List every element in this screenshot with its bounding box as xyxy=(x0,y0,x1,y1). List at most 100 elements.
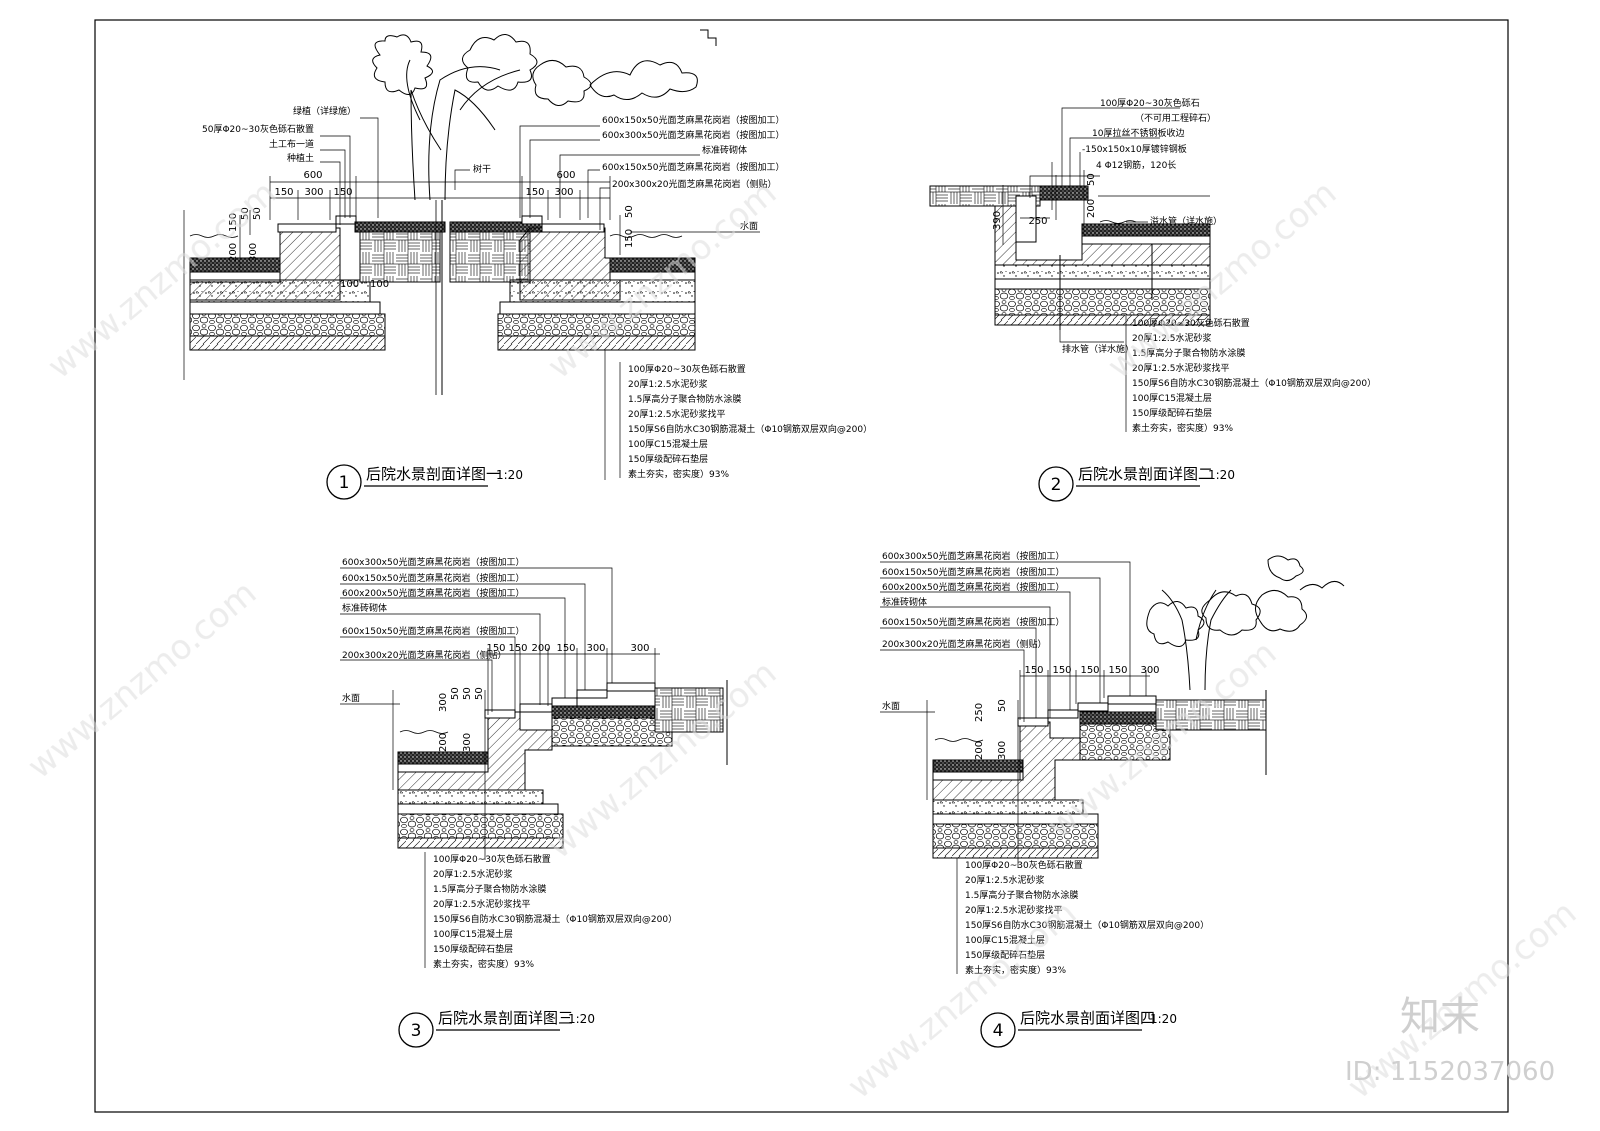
layer-item: 150厚级配碎石垫层 xyxy=(965,949,1045,961)
label-brick: 标准砖砌体 xyxy=(882,596,927,608)
label-drain-pipe: 排水管（详水施） xyxy=(1062,343,1134,355)
label-stone-side: 200x300x20光面芝麻黑花岗岩（侧贴） xyxy=(882,638,1046,650)
leader-lines xyxy=(320,117,760,480)
label-stone-4: 600x150x50光面芝麻黑花岗岩（按图加工） xyxy=(342,625,524,637)
layer-item: 20厚1:2.5水泥砂浆 xyxy=(1132,332,1212,344)
watermark-brand: 知末 xyxy=(1400,994,1480,1040)
layer-item: 20厚1:2.5水泥砂浆找平 xyxy=(965,904,1063,916)
dim-text: 100 xyxy=(340,279,359,290)
layer-item: 150厚级配碎石垫层 xyxy=(1132,407,1212,419)
layer-item: 20厚1:2.5水泥砂浆找平 xyxy=(628,408,726,420)
layer-item: 150厚S6自防水C30钢筋混凝土（Φ10钢筋双层双向@200） xyxy=(628,423,872,435)
detail-title-text: 后院水景剖面详图一 xyxy=(366,465,501,483)
layer-stack xyxy=(929,185,1211,330)
leader-lines xyxy=(340,567,660,860)
dim-text: 50 xyxy=(474,687,485,700)
dim-text: 200 xyxy=(1086,199,1097,218)
layer-item: 20厚1:2.5水泥砂浆找平 xyxy=(433,898,531,910)
label-stone-side: 200x300x20光面芝麻黑花岗岩（侧贴） xyxy=(342,649,506,661)
label-stone-1: 600x150x50光面芝麻黑花岗岩（按图加工） xyxy=(602,114,784,126)
dim-text: 300 xyxy=(1140,665,1159,676)
layer-item: 素土夯实，密实度）93% xyxy=(433,958,534,970)
layer-stack-left xyxy=(189,215,446,351)
section-detail-4: 600x300x50光面芝麻黑花岗岩（按图加工） 600x150x50光面芝麻黑… xyxy=(880,550,1345,1048)
label-stone-side: 200x300x20光面芝麻黑花岗岩（侧贴） xyxy=(612,178,776,190)
layer-item: 150厚S6自防水C30钢筋混凝土（Φ10钢筋双层双向@200） xyxy=(1132,377,1376,389)
layer-item: 20厚1:2.5水泥砂浆 xyxy=(628,378,708,390)
label-stone-4: 600x150x50光面芝麻黑花岗岩（按图加工） xyxy=(882,616,1064,628)
label-stone-2: 600x150x50光面芝麻黑花岗岩（按图加工） xyxy=(882,566,1064,578)
label-rebar: 4 Φ12钢筋，120长 xyxy=(1096,159,1176,171)
detail-number: 2 xyxy=(1051,475,1062,495)
layer-item: 1.5厚高分子聚合物防水涂膜 xyxy=(628,393,741,405)
detail-title-text: 后院水景剖面详图三 xyxy=(438,1009,573,1027)
layer-item: 150厚S6自防水C30钢筋混凝土（Φ10钢筋双层双向@200） xyxy=(965,919,1209,931)
dim-text: 50 xyxy=(624,205,635,218)
dimension-lines xyxy=(183,176,621,380)
dimension-text: 150 150 200 150 300 300 300 50 50 50 200… xyxy=(438,643,650,752)
layer-item: 150厚S6自防水C30钢筋混凝土（Φ10钢筋双层双向@200） xyxy=(433,913,677,925)
dim-text: 150 xyxy=(274,187,293,198)
dim-text: 50 xyxy=(252,207,263,220)
layer-list: 100厚Φ20~30灰色砾石散置 20厚1:2.5水泥砂浆 1.5厚高分子聚合物… xyxy=(424,852,677,970)
detail-scale: 1:20 xyxy=(568,1012,595,1026)
dim-text: 300 xyxy=(630,643,649,654)
dim-text: 150 xyxy=(624,229,635,248)
layer-item: 100厚Φ20~30灰色砾石散置 xyxy=(1132,317,1250,329)
layer-item: 100厚C15混凝土层 xyxy=(433,928,513,940)
layer-list: 100厚Φ20~30灰色砾石散置 20厚1:2.5水泥砂浆 1.5厚高分子聚合物… xyxy=(1125,316,1376,434)
tree-symbol xyxy=(372,29,717,201)
labels-top: 100厚Φ20~30灰色砾石 （不可用工程碎石） 10厚拉丝不锈钢板收边 -15… xyxy=(1062,97,1222,355)
label-water: 水面 xyxy=(342,692,360,704)
detail-scale: 1:20 xyxy=(1150,1012,1177,1026)
label-overflow-pipe: 溢水管（详水施） xyxy=(1150,215,1222,227)
layer-item: 150厚级配碎石垫层 xyxy=(628,453,708,465)
layer-item: 素土夯实，密实度）93% xyxy=(1132,422,1233,434)
dim-text: 100 xyxy=(370,279,389,290)
layer-item: 100厚C15混凝土层 xyxy=(965,934,1045,946)
label-stone-3: 600x150x50光面芝麻黑花岗岩（按图加工） xyxy=(602,161,784,173)
labels-top: 600x300x50光面芝麻黑花岗岩（按图加工） 600x150x50光面芝麻黑… xyxy=(342,556,524,704)
dim-text: 150 xyxy=(228,213,239,232)
detail-scale: 1:20 xyxy=(1208,468,1235,482)
layer-item: 20厚1:2.5水泥砂浆找平 xyxy=(1132,362,1230,374)
layer-stack xyxy=(932,690,1267,859)
label-stone-1: 600x300x50光面芝麻黑花岗岩（按图加工） xyxy=(882,550,1064,562)
label-note: （不可用工程碎石） xyxy=(1135,112,1216,124)
layer-item: 1.5厚高分子聚合物防水涂膜 xyxy=(965,889,1078,901)
layer-item: 20厚1:2.5水泥砂浆 xyxy=(965,874,1045,886)
dim-text: 150 xyxy=(556,643,575,654)
water-surface xyxy=(1098,195,1210,224)
dim-text: 600 xyxy=(303,170,322,181)
dim-text: 250 xyxy=(1028,216,1047,227)
layer-stack-right xyxy=(449,215,696,351)
label-brick: 标准砖砌体 xyxy=(342,602,387,614)
dimension-text: 250 390 50 200 xyxy=(992,173,1097,230)
dim-text: 150 xyxy=(333,187,352,198)
section-detail-2: 100厚Φ20~30灰色砾石 （不可用工程碎石） 10厚拉丝不锈钢板收边 -15… xyxy=(929,97,1376,502)
dim-text: 150 xyxy=(1108,665,1127,676)
watermark-id: ID: 1152037060 xyxy=(1345,1057,1555,1087)
detail-title: 3 后院水景剖面详图三 1:20 xyxy=(398,1009,595,1048)
detail-number: 4 xyxy=(993,1021,1004,1041)
dim-text: 300 xyxy=(997,741,1008,760)
layer-list: 100厚Φ20~30灰色砾石散置 20厚1:2.5水泥砂浆 1.5厚高分子聚合物… xyxy=(956,858,1209,976)
label-stone-1: 600x300x50光面芝麻黑花岗岩（按图加工） xyxy=(342,556,524,568)
label-gravel: 50厚Φ20~30灰色砾石散置 xyxy=(202,123,314,135)
dim-text: 50 xyxy=(462,687,473,700)
dim-text: 200 xyxy=(974,741,985,760)
water-surface xyxy=(880,711,984,742)
label-geotextile: 土工布一道 xyxy=(269,138,314,150)
dim-text: 50 xyxy=(240,207,251,220)
label-stone-2: 600x300x50光面芝麻黑花岗岩（按图加工） xyxy=(602,129,784,141)
label-gravel: 100厚Φ20~30灰色砾石 xyxy=(1100,97,1200,109)
dim-text: 300 xyxy=(304,187,323,198)
detail-title: 2 后院水景剖面详图二 1:20 xyxy=(1038,465,1235,502)
dim-text: 50 xyxy=(1086,173,1097,186)
label-trunk: 树干 xyxy=(473,163,491,175)
layer-item: 素土夯实，密实度）93% xyxy=(628,468,729,480)
dimension-text: 600 150 300 150 150 300 600 200 150 50 5… xyxy=(228,170,635,290)
dim-text: 300 xyxy=(554,187,573,198)
dim-text: 150 xyxy=(508,643,527,654)
labels-right: 600x150x50光面芝麻黑花岗岩（按图加工） 600x300x50光面芝麻黑… xyxy=(602,114,784,232)
